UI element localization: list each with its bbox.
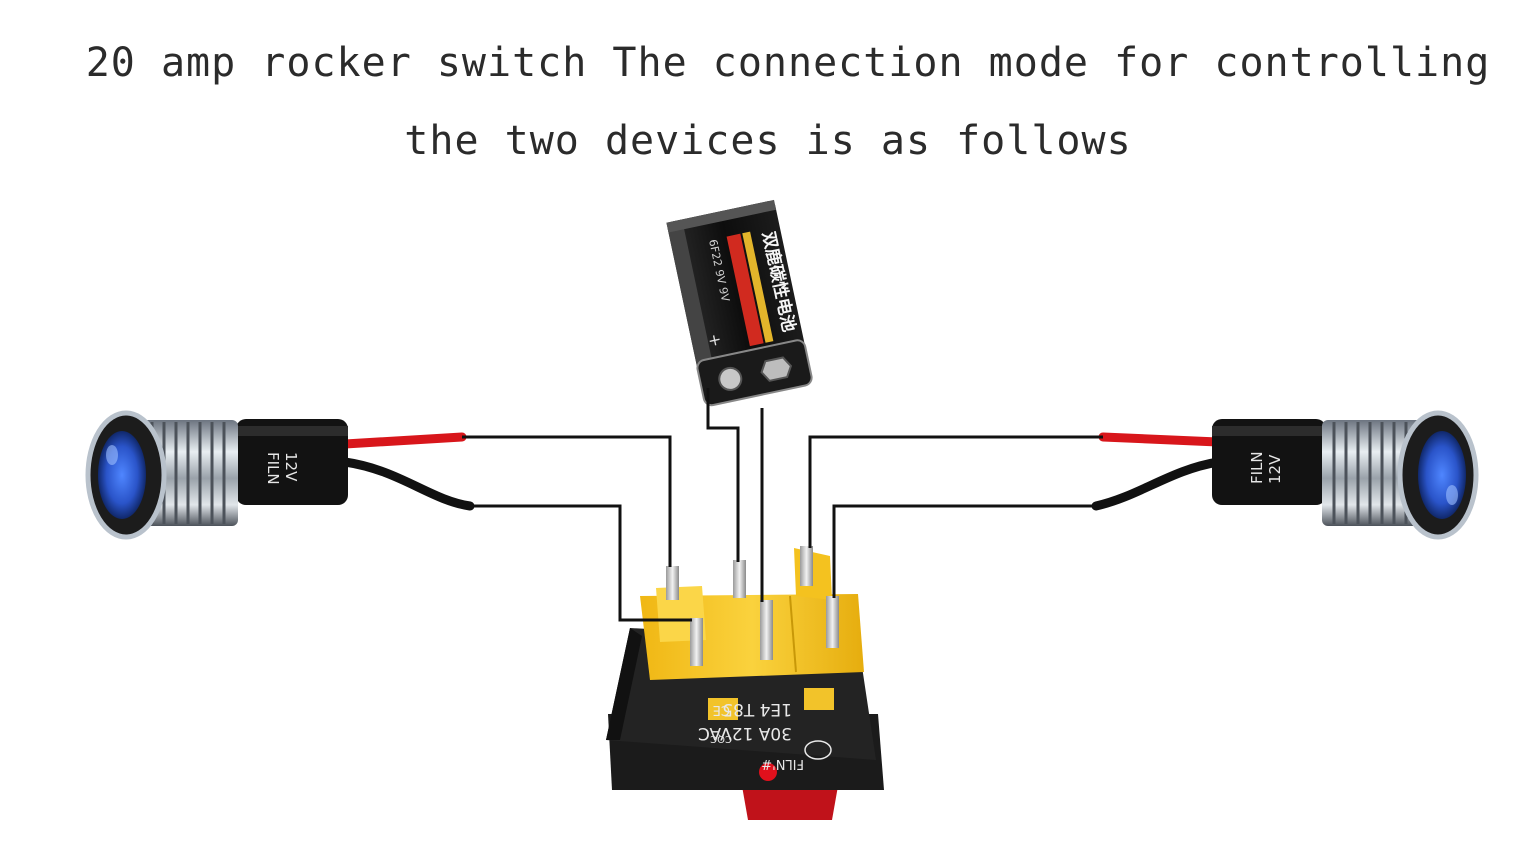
terminal-5 xyxy=(760,600,773,660)
right-red-lead xyxy=(1098,432,1223,447)
left-red-lead xyxy=(340,432,467,449)
switch-led xyxy=(759,763,777,781)
wire-left-black-to-switch xyxy=(470,504,692,622)
switch-brand: FILN'# xyxy=(761,756,804,771)
rocker-switch: 30A 12VAC 1E4 T85 FILN'# CQC CE xyxy=(606,546,884,820)
wire-right-red-to-switch xyxy=(808,435,1103,548)
wire-right-black-to-switch xyxy=(832,504,1096,598)
right-indicator-light: FILN 12V xyxy=(1091,410,1479,540)
diagram-title-line-1: 20 amp rocker switch The connection mode… xyxy=(85,40,1491,86)
left-black-lead xyxy=(340,457,475,511)
right-black-lead xyxy=(1091,457,1223,511)
battery-9v: 双鹿碳性电池 6F22 9V 9V + xyxy=(666,199,813,407)
terminal-2 xyxy=(733,560,746,598)
left-indicator-voltage: 12V xyxy=(282,452,300,482)
switch-cqc-mark: CQC xyxy=(710,733,732,744)
left-indicator-housing xyxy=(236,419,348,505)
battery-terminal-positive xyxy=(718,366,743,391)
left-indicator-lens xyxy=(98,431,146,519)
terminal-3 xyxy=(800,546,813,586)
wiring xyxy=(462,388,1103,622)
battery-terminal-negative xyxy=(760,356,793,382)
wire-battery-positive-to-switch xyxy=(706,388,740,562)
wire-left-red-to-switch xyxy=(462,435,672,567)
switch-rating-line-1: 30A 12VAC xyxy=(698,723,792,743)
terminal-1 xyxy=(666,566,679,600)
terminal-6 xyxy=(826,596,839,648)
right-indicator-lens xyxy=(1418,431,1466,519)
switch-ce-mark: CE xyxy=(713,702,730,717)
left-indicator-brand: FILN xyxy=(264,452,282,485)
right-indicator-housing xyxy=(1212,419,1326,505)
right-indicator-brand: FILN xyxy=(1248,451,1266,484)
battery-plus-sign: + xyxy=(706,329,723,350)
switch-rating-line-2: 1E4 T85 xyxy=(722,699,792,719)
left-indicator-light: 12V FILN xyxy=(85,410,475,540)
diagram-title-line-2: the two devices is as follows xyxy=(404,118,1132,164)
rocker-button xyxy=(742,786,838,820)
right-indicator-voltage: 12V xyxy=(1266,454,1284,484)
terminal-4 xyxy=(690,618,703,666)
